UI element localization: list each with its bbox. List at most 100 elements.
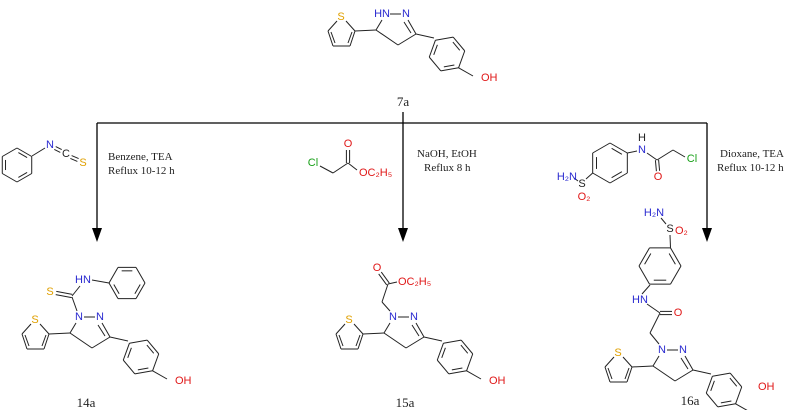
- phenol-ring: [735, 386, 743, 404]
- atom-oh: OH: [758, 381, 775, 393]
- atom-s-thione: S: [46, 286, 53, 298]
- atom-s-thiophene: S: [345, 314, 352, 326]
- thiophene-ring: [21, 333, 28, 350]
- condition-3-solvent: Dioxane, TEA: [720, 148, 784, 160]
- phenol-ring: [129, 339, 148, 344]
- thiophene-ring: [626, 366, 633, 383]
- compound-label-15a: 15a: [396, 395, 415, 410]
- phenyl-ring: [16, 147, 32, 157]
- phenol-ring: [443, 339, 462, 344]
- bond-c5-n1: [69, 322, 77, 334]
- bond-c5-thiophene: [631, 365, 654, 368]
- bond-c-s: [56, 290, 73, 295]
- bond-n-c3: [403, 21, 412, 34]
- phenyl-ring: [611, 171, 623, 179]
- reagent-phenyl-isothiocyanate: N C S: [46, 139, 87, 169]
- bond-n-c3: [101, 322, 111, 338]
- bond-c-s: [70, 158, 78, 162]
- atom-o: O: [344, 138, 353, 150]
- atom-s-thiophene: S: [614, 347, 621, 359]
- atom-s-thiophene: S: [31, 314, 38, 326]
- bond-n-c3: [97, 324, 106, 337]
- thiophene-ring: [347, 31, 353, 44]
- bond-phenyl-n: [627, 150, 638, 154]
- bond-c3-phenyl: [415, 33, 435, 39]
- bond-ch2-cl: [672, 149, 686, 158]
- atom-h2n: H₂N: [644, 207, 664, 219]
- bond-n-c3: [680, 357, 689, 370]
- bond-c-oh: [152, 370, 168, 380]
- condition-3-time: Reflux 10-12 h: [717, 162, 784, 174]
- bond-n-c3: [411, 324, 420, 337]
- atom-c: C: [62, 148, 70, 160]
- bond-c-s: [71, 155, 79, 159]
- bond-n-c: [54, 148, 61, 153]
- bond-c-o: [380, 271, 390, 284]
- arrow-right-head: [702, 228, 712, 242]
- bond-n-c: [646, 152, 658, 161]
- thiophene-ring: [327, 20, 338, 32]
- condition-2-solvent: NaOH, EtOH: [417, 148, 477, 160]
- compound-14a: N N S OH S HN: [31, 274, 191, 387]
- bond-n-ch2: [649, 332, 660, 345]
- atom-ethoxy: OC₂H₅: [398, 276, 431, 288]
- phenol-ring: [137, 367, 149, 371]
- atom-nh: HN: [75, 274, 91, 286]
- phenol-ring: [443, 64, 455, 68]
- bond-c4-c5: [69, 332, 93, 349]
- thiophene-ring: [604, 366, 611, 383]
- atom-n: N: [638, 144, 646, 156]
- bond-ch2-c: [332, 162, 349, 174]
- phenol-ring: [152, 353, 160, 371]
- thiophene-ring: [41, 334, 47, 347]
- thiophene-ring: [335, 333, 342, 350]
- phenol-ring: [448, 370, 467, 375]
- bond-c3-phenyl: [109, 336, 129, 342]
- phenyl-ring: [670, 265, 682, 285]
- phenyl-ring: [592, 142, 611, 154]
- bond-ch2-c: [649, 312, 661, 334]
- thiophene-ring: [327, 30, 334, 47]
- atom-cl: Cl: [687, 153, 697, 165]
- bond-c-o: [654, 160, 657, 172]
- phenol-ring: [460, 344, 469, 354]
- phenol-ring: [466, 353, 474, 371]
- bond-c3-c4: [397, 33, 417, 46]
- atom-s: S: [578, 178, 585, 190]
- bond-phenyl-s: [669, 234, 671, 248]
- phenyl-ring: [108, 282, 119, 299]
- atom-n1: N: [389, 311, 397, 323]
- compound-label-14a: 14a: [77, 395, 96, 410]
- atom-n1: N: [75, 311, 83, 323]
- atom-s: S: [337, 11, 344, 23]
- phenol-ring: [717, 403, 736, 408]
- phenyl-ring: [18, 152, 28, 159]
- phenol-ring: [428, 40, 436, 58]
- phenol-ring: [452, 36, 466, 52]
- bond-s-n: [573, 177, 579, 182]
- phenyl-ring: [638, 265, 650, 285]
- phenol-ring: [435, 36, 454, 41]
- thiophene-ring: [357, 333, 364, 350]
- phenyl-ring: [670, 247, 682, 267]
- bond-c4-c5: [652, 365, 676, 382]
- phenyl-ring: [135, 267, 146, 284]
- atom-ethoxy: OC₂H₅: [359, 167, 392, 179]
- compound-label-16a: 16a: [681, 393, 700, 408]
- atom-n2: N: [679, 344, 687, 356]
- phenol-ring: [436, 359, 450, 375]
- bond-n-c3: [684, 355, 694, 371]
- bond-c5-n1: [652, 355, 660, 367]
- thiophene-ring: [43, 333, 50, 350]
- bond-c5-thiophene: [354, 29, 377, 32]
- bond-c4-c5: [383, 332, 407, 349]
- compound-15a: N N S OH O OC₂H₅: [345, 262, 505, 387]
- arrow-center-head: [398, 228, 408, 242]
- phenol-ring: [440, 67, 459, 72]
- atom-n2: N: [410, 311, 418, 323]
- bond-c5-n1: [383, 322, 391, 334]
- bond-c-nh: [646, 303, 661, 314]
- atom-s: S: [79, 157, 86, 169]
- bond-c-o-ethyl: [387, 281, 398, 285]
